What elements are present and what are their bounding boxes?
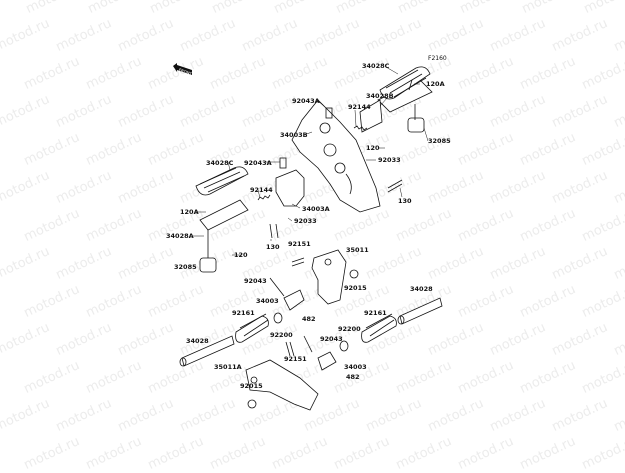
pin-92043A-upper: [325, 107, 333, 119]
part-label[interactable]: 130: [398, 197, 412, 205]
part-label[interactable]: 92144: [250, 186, 273, 194]
part-label[interactable]: 34003B: [280, 131, 308, 139]
part-label[interactable]: 92144: [348, 103, 371, 111]
clevis-34003-lower: [317, 351, 337, 371]
part-label[interactable]: 92161: [232, 309, 255, 317]
part-label[interactable]: 92200: [338, 325, 361, 333]
front-label: FRONT: [178, 67, 193, 76]
part-label[interactable]: 34028B: [366, 92, 394, 100]
pin-92043-lower: [303, 335, 313, 353]
part-label[interactable]: 34003: [256, 297, 279, 305]
upper-right-footpeg: [359, 66, 433, 133]
part-label[interactable]: 482: [302, 315, 316, 323]
part-label[interactable]: 130: [266, 243, 280, 251]
part-label[interactable]: 35011A: [214, 363, 242, 371]
part-label[interactable]: 34028A: [166, 232, 194, 240]
bracket-35011: [311, 249, 347, 305]
pin-92043-upper: [269, 277, 285, 297]
part-label[interactable]: 92200: [270, 331, 293, 339]
part-label[interactable]: 92161: [364, 309, 387, 317]
bolt-130-left: [269, 223, 279, 239]
part-label[interactable]: 92043A: [244, 159, 272, 167]
part-label[interactable]: 34003A: [302, 205, 330, 213]
part-label[interactable]: 92043A: [292, 97, 320, 105]
part-label[interactable]: 32085: [174, 263, 197, 271]
part-label[interactable]: 35011: [346, 246, 369, 254]
part-label[interactable]: 482: [346, 373, 360, 381]
part-label[interactable]: 34028: [410, 285, 433, 293]
part-label[interactable]: 92043: [244, 277, 267, 285]
part-label[interactable]: 34028C: [362, 62, 390, 70]
figure-code: F2160: [428, 55, 447, 62]
part-label[interactable]: 92033: [294, 217, 317, 225]
nut-92015-lower: [247, 399, 257, 409]
leader-lines: [192, 66, 429, 256]
part-label[interactable]: 32085: [428, 137, 451, 145]
part-label[interactable]: 92033: [378, 156, 401, 164]
upper-left-footpeg: [195, 166, 249, 273]
grip-92161-right: [361, 313, 397, 343]
bolt-92151-upper: [291, 257, 305, 267]
part-label[interactable]: 120: [366, 144, 380, 152]
part-label[interactable]: 34028: [186, 337, 209, 345]
part-label[interactable]: 92151: [284, 355, 307, 363]
tube-34028-left: [181, 335, 235, 367]
tube-34028-right: [399, 297, 443, 325]
part-label[interactable]: 34028C: [206, 159, 234, 167]
part-label[interactable]: 92015: [344, 284, 367, 292]
part-label[interactable]: 92015: [240, 382, 263, 390]
part-label[interactable]: 34003: [344, 363, 367, 371]
holder-34003A: [275, 169, 305, 207]
nut-92015-upper: [349, 269, 359, 279]
front-direction-indicator: FRONT: [172, 62, 194, 77]
part-label[interactable]: 120A: [426, 80, 445, 88]
clevis-34003-upper: [283, 289, 305, 311]
part-label[interactable]: 120: [234, 251, 248, 259]
part-label[interactable]: 92043: [320, 335, 343, 343]
bolt-130-right: [387, 179, 403, 193]
grip-92161-left: [235, 313, 269, 343]
part-label[interactable]: 92151: [288, 240, 311, 248]
washer-92200-left: [273, 312, 283, 324]
washer-92200-right: [339, 340, 349, 352]
bracket-plate-34003B: [291, 99, 381, 213]
part-label[interactable]: 120A: [180, 208, 199, 216]
bolt-92151-lower: [285, 341, 295, 357]
pin-92043A-lower: [279, 157, 287, 169]
spring-92144-upper: [353, 125, 368, 131]
bracket-35011A: [245, 359, 319, 411]
